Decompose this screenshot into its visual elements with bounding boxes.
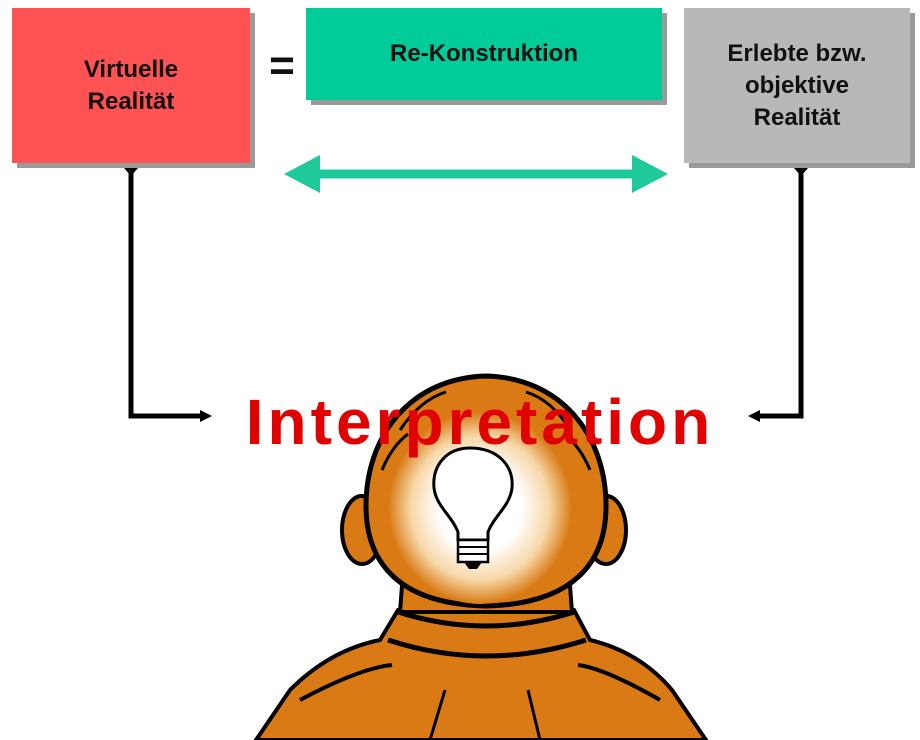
connector-left [124, 160, 212, 422]
virtual-reality-label: Virtuelle Realität [83, 55, 179, 115]
light-bulb-icon [432, 446, 514, 569]
interpretation-label: Interpretation [245, 386, 715, 458]
virtual-reality-box: Virtuelle Realität [12, 8, 250, 163]
double-arrow [284, 155, 668, 193]
reconstruction-box: Re-Konstruktion [306, 8, 662, 100]
equals-sign: = [269, 41, 295, 90]
objective-reality-box: Erlebte bzw. objektive Realität [684, 8, 910, 163]
connector-right [748, 160, 808, 422]
objective-reality-label: Erlebte bzw. objektive Realität [727, 39, 867, 131]
reconstruction-label: Re-Konstruktion [390, 40, 578, 67]
